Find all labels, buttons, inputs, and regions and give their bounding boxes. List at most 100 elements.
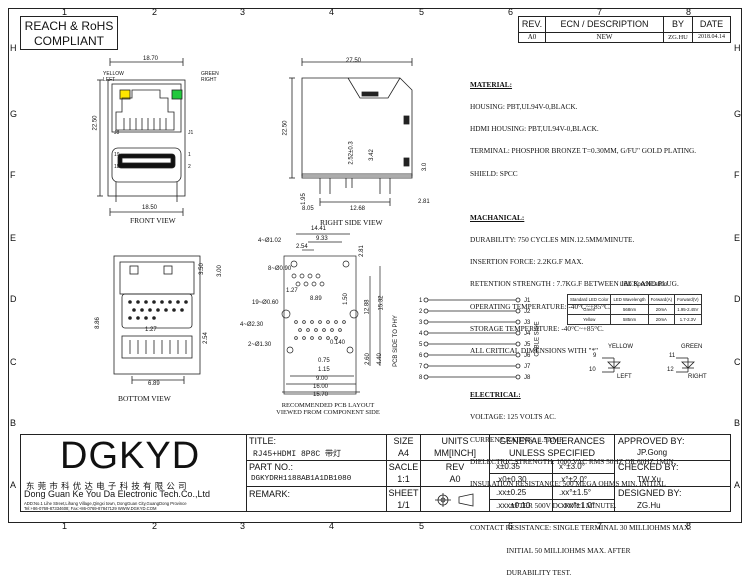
col-8: 8 bbox=[686, 7, 692, 17]
led-spec-title: LED Specification bbox=[620, 282, 668, 288]
pcb-dim-115: 1.15 bbox=[318, 367, 330, 373]
col-2-bottom: 2 bbox=[152, 521, 158, 531]
scale-value: 1:1 bbox=[397, 474, 410, 484]
front-j1: J1 bbox=[188, 130, 194, 136]
row-b-right: B bbox=[734, 418, 741, 428]
date-value: 2018.04.14 bbox=[692, 32, 731, 43]
pin-numbers: 1 2 3 4 5 6 7 8 bbox=[419, 296, 422, 384]
dim-side-height: 22.50 bbox=[282, 120, 289, 136]
sheet-value: 1/1 bbox=[397, 500, 410, 510]
row-e-right: E bbox=[734, 233, 741, 243]
remark-cell: REMARK: bbox=[246, 486, 387, 512]
tol-angular-1: x°±3.0° bbox=[552, 460, 615, 474]
pcb-dim-127: 1.27 bbox=[286, 288, 298, 294]
front-h19: 19 bbox=[114, 152, 120, 158]
pcb-dim-889: 8.89 bbox=[310, 296, 322, 302]
led-head-color: Standard LED Color bbox=[566, 294, 612, 305]
tol-linear-4: .xxx±0.10 bbox=[489, 499, 553, 512]
led-table-header: Standard LED Color LED Wavelength Forwar… bbox=[566, 294, 702, 305]
pcb-dim-933: 9.33 bbox=[316, 236, 328, 242]
row-g-right: G bbox=[734, 109, 742, 119]
units-value: MM[INCH] bbox=[434, 448, 476, 458]
dim-bottom-886: 8.86 bbox=[94, 317, 101, 329]
front-h1: 1 bbox=[188, 152, 191, 158]
pcb-layout-drawing bbox=[281, 233, 381, 395]
company-name-en: Dong Guan Ke You Da Electronic Tech.Co.,… bbox=[24, 489, 210, 499]
electrical-6: CONTACT RESISTANCE: SINGLE TERMINAL 30 M… bbox=[470, 523, 692, 533]
scale-cell: SACLE 1:1 bbox=[386, 460, 421, 487]
col-1: 1 bbox=[62, 7, 68, 17]
col-4-bottom: 4 bbox=[329, 521, 335, 531]
dim-side-c: 3.0 bbox=[422, 162, 429, 172]
by-value: ZG.HU bbox=[663, 32, 693, 43]
cable-side-label: CABLE SIDE bbox=[534, 321, 541, 357]
front-h18: 18 bbox=[114, 164, 120, 170]
electrical-5: AFTER 500V DC FOR 1 MINUTE. bbox=[470, 501, 617, 511]
led-yellow-color: Yellow bbox=[566, 314, 612, 325]
row-b: B bbox=[10, 418, 17, 428]
led-green-color: Green bbox=[566, 304, 612, 315]
jack-j7: J7 bbox=[524, 364, 531, 370]
dim-side-a: 2.52±0.3 bbox=[348, 141, 355, 165]
led-head-wave: LED Wavelength bbox=[610, 294, 649, 305]
pcb-dim-1288: 12.88 bbox=[364, 299, 371, 315]
row-d: D bbox=[10, 294, 17, 304]
col-7-bottom: 7 bbox=[597, 521, 603, 531]
pcb-layout-label: RECOMMENDED PCB LAYOUT VIEWED FROM COMPO… bbox=[270, 402, 386, 416]
checked-label: CHECKED BY: bbox=[618, 462, 679, 472]
company-name-cn: 东 莞 市 科 优 达 电 子 科 技 有 限 公 司 bbox=[26, 481, 187, 491]
tol-linear-1: x±0.35 bbox=[489, 460, 553, 474]
units-cell: UNITS MM[INCH] bbox=[420, 434, 490, 461]
electrical-8: DURABILITY TEST. bbox=[470, 567, 572, 577]
pin-2: 2 bbox=[419, 309, 423, 315]
col-8-bottom: 8 bbox=[686, 521, 692, 531]
led-pin-11: 11 bbox=[669, 353, 676, 359]
scale-label: SACLE bbox=[388, 462, 419, 472]
company-contact: Tel:+86-0769-87334608; Fax:+86-0769-8784… bbox=[24, 506, 157, 511]
ecn-value: NEW bbox=[545, 32, 664, 43]
designed-cell: DESIGNED BY: ZG.Hu bbox=[614, 486, 731, 512]
pin-3: 3 bbox=[419, 320, 423, 326]
pcb-dim-19x060: 19~Ø0.60 bbox=[252, 300, 279, 306]
part-no-value: DGKYDRH1188AB1A1DB1080 bbox=[251, 475, 352, 483]
drawing-border bbox=[8, 8, 742, 523]
rev-value-cell: A0 bbox=[449, 474, 461, 484]
front-j8: J8 bbox=[114, 130, 120, 136]
jack-j5: J5 bbox=[524, 342, 531, 348]
pin-1: 1 bbox=[419, 298, 423, 304]
led-green-wave: 568nm bbox=[610, 304, 649, 315]
led-row-yellow: Yellow 585nm 20mA 1.7-2.3V bbox=[566, 314, 702, 325]
led-green-fa: 20mA bbox=[647, 304, 676, 315]
mechanical-1: DURABILITY: 750 CYCLES MIN.12.5MM/MINUTE… bbox=[470, 234, 635, 244]
tol-linear-2: .x0±0.30 bbox=[489, 473, 553, 487]
dim-side-e: 8.05 bbox=[302, 206, 314, 212]
tol-linear-3: .xx±0.25 bbox=[489, 486, 553, 500]
part-no-label: PART NO.: bbox=[249, 462, 294, 472]
material-1: HOUSING: PBT,UL94V-0,BLACK. bbox=[470, 102, 578, 112]
mechanical-2: INSERTION FORCE: 2.2KG.F MAX. bbox=[470, 257, 584, 267]
front-green-text: GREEN bbox=[201, 71, 219, 77]
led-diode-symbols bbox=[602, 357, 695, 373]
rev-value: A0 bbox=[518, 32, 546, 43]
pcb-side-label: PCB SIDE TO PHY bbox=[392, 315, 399, 367]
pin-8: 8 bbox=[419, 375, 423, 381]
size-label: SIZE bbox=[393, 436, 414, 446]
dim-front-height: 22.50 bbox=[92, 115, 99, 131]
led-pin-10: 10 bbox=[589, 367, 596, 373]
col-2: 2 bbox=[152, 7, 158, 17]
pcb-dim-150: 1.50 bbox=[342, 293, 349, 305]
led-yellow-wave: 585nm bbox=[610, 314, 649, 325]
tolerance-header: GENERAL TOLERANCES UNLESS SPECIFIED bbox=[489, 434, 615, 461]
approved-value: JP.Gong bbox=[637, 448, 668, 457]
pcb-dim-260: 2.60 bbox=[364, 353, 371, 365]
front-left-text: LEFT bbox=[103, 77, 116, 83]
pcb-dim-1600: 16.00 bbox=[313, 384, 329, 390]
dim-side-width: 27.50 bbox=[346, 58, 362, 64]
pcb-label-line2: VIEWED FROM COMPONENT SIDE bbox=[276, 409, 380, 416]
pcb-dim-4x230: 4~Ø2.30 bbox=[240, 322, 264, 328]
pcb-dim-2x130: 2~Ø1.30 bbox=[248, 342, 272, 348]
dim-side-g: 2.81 bbox=[418, 199, 430, 205]
right-side-view-label: RIGHT SIDE VIEW bbox=[320, 218, 383, 227]
led-spec-table: Standard LED Color LED Wavelength Forwar… bbox=[566, 294, 702, 325]
